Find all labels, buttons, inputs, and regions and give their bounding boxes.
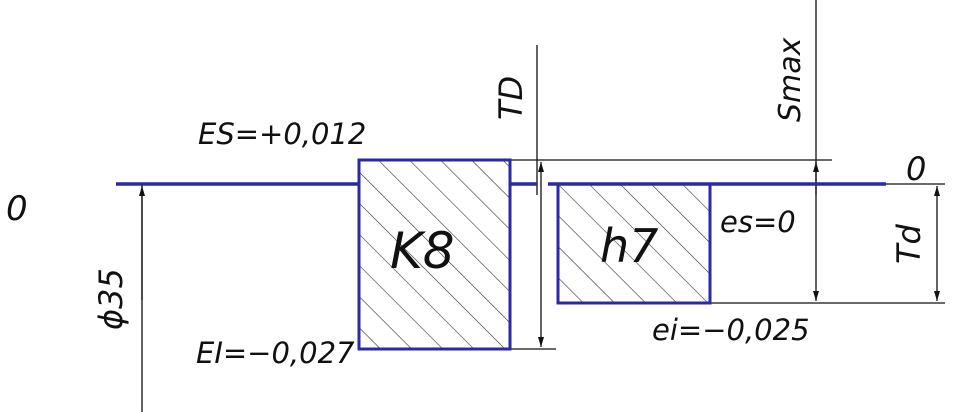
shaft-tolerance-zone	[556, 182, 712, 305]
shaft-upper-deviation-label: es=0	[720, 205, 796, 239]
zero-line-left-label: 0	[6, 189, 28, 229]
hole-lower-deviation-label: EI=−0,027	[196, 336, 355, 370]
hole-tolerance-zone	[357, 158, 512, 351]
dimension-arrows	[139, 162, 940, 347]
shaft-lower-deviation-label: ei=−0,025	[652, 313, 810, 347]
clearance-label: Smax	[773, 37, 808, 122]
hole-tolerance-label: TD	[492, 76, 530, 120]
hole-name-label: K8	[390, 222, 455, 280]
zero-line-right-label: 0	[906, 150, 926, 188]
nominal-size-label: ϕ35	[92, 268, 130, 330]
hole-upper-deviation-label: ES=+0,012	[198, 117, 366, 151]
shaft-name-label: h7	[600, 219, 658, 273]
shaft-tolerance-label: Td	[890, 223, 928, 264]
